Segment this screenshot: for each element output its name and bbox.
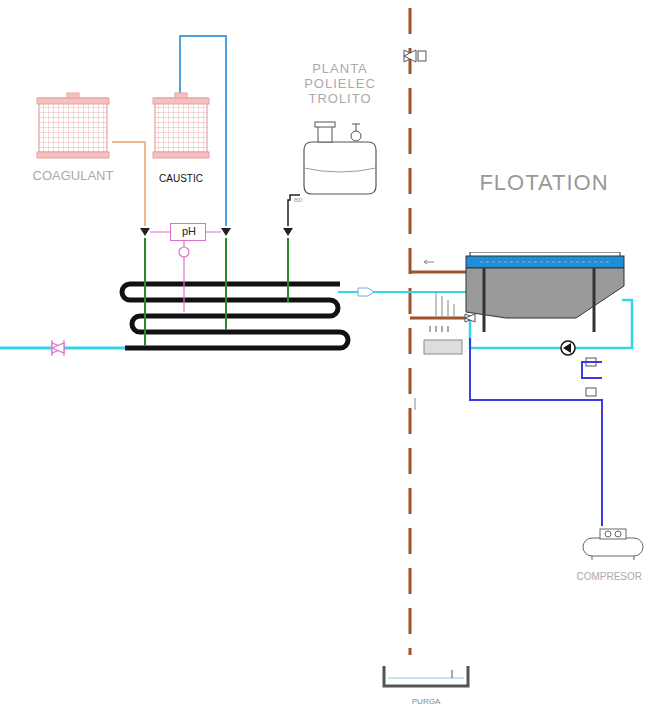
sludge-line: [410, 271, 466, 274]
instrument-box: pH: [170, 223, 206, 241]
pipe-flocculator: [122, 284, 348, 348]
flow-arrow: [415, 398, 416, 410]
inlet-valve: [52, 340, 64, 356]
flow-arrow: [358, 288, 374, 296]
node-label: PURGA: [378, 697, 474, 706]
node-label: pH: [171, 225, 207, 238]
node-label: CAUSTIC: [148, 173, 214, 185]
air-manifold: [424, 292, 462, 354]
node-label: PLANTA POLIELEC TROLITO: [285, 62, 395, 107]
air-branch: [582, 362, 602, 378]
dosing-valve: [140, 228, 150, 236]
dosing-valve: [221, 228, 231, 236]
boundary-valve: [404, 50, 426, 62]
compressor-node: COMPRESOR: [568, 526, 646, 582]
drain-line: [410, 317, 466, 320]
dosing-line: [144, 238, 146, 346]
ph-probe: [179, 247, 189, 257]
flotation-node: FLOTATION: [456, 170, 632, 338]
coagulant-line: [112, 142, 145, 226]
node-label: COAGULANT: [18, 169, 128, 184]
boundary-line: [409, 8, 412, 655]
polymer-plant: [300, 120, 380, 198]
air-line: [470, 338, 602, 526]
tank-node: COAGULANT: [18, 92, 128, 184]
tank-node: CAUSTIC: [148, 92, 214, 184]
flotation-tank: [456, 252, 632, 338]
dosing-valve: [283, 228, 293, 236]
dosing-line: [225, 238, 227, 330]
purge-pit: [378, 664, 474, 690]
ibc-tank: [148, 92, 214, 162]
pit-node: PURGA: [378, 664, 474, 706]
pump-symbol: [563, 343, 571, 353]
ibc-tank: [18, 92, 128, 162]
pump-symbol: [561, 341, 575, 355]
flow-arrow: [424, 260, 434, 264]
dosing-line: [287, 238, 289, 302]
tag-label: BD: [294, 197, 302, 203]
compressor-symbol: [580, 526, 646, 562]
node-label: COMPRESOR: [568, 571, 642, 583]
node-label: FLOTATION: [456, 170, 632, 195]
plant-node: PLANTA POLIELEC TROLITO: [270, 62, 410, 202]
